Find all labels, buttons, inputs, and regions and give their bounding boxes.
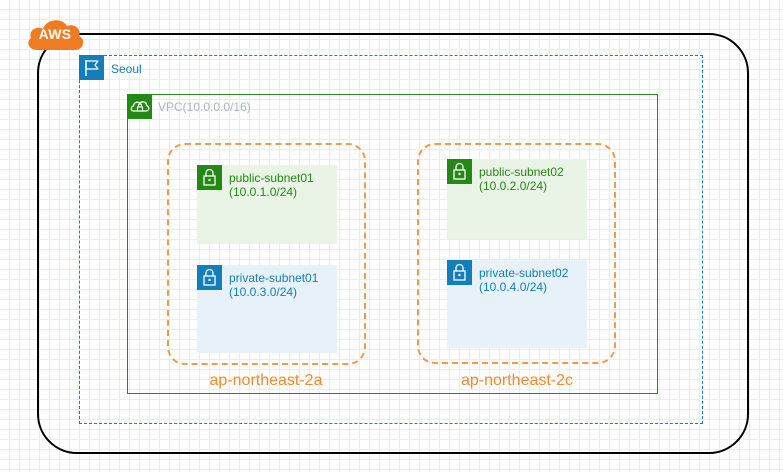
public-subnet-01[interactable]: public-subnet01 (10.0.1.0/24) <box>197 165 337 244</box>
subnet-cidr: (10.0.1.0/24) <box>229 185 298 199</box>
private-subnet-02[interactable]: private-subnet02 (10.0.4.0/24) <box>447 260 587 348</box>
lock-icon <box>197 165 222 190</box>
aws-cloud-group[interactable] <box>37 33 749 454</box>
subnet-cidr: (10.0.3.0/24) <box>229 285 298 299</box>
subnet-name: public-subnet02 <box>479 165 564 179</box>
vpc-group[interactable] <box>127 94 658 394</box>
lock-icon <box>447 260 472 285</box>
vpc-label: VPC(10.0.0.0/16) <box>158 100 251 114</box>
subnet-cidr: (10.0.2.0/24) <box>479 179 548 193</box>
region-group[interactable] <box>79 55 703 424</box>
region-label: Seoul <box>111 62 142 76</box>
vpc-cloud-lock-icon <box>127 94 152 119</box>
subnet-name: public-subnet01 <box>229 171 314 185</box>
subnet-cidr: (10.0.4.0/24) <box>479 280 548 294</box>
aws-logo-text: AWS <box>38 26 72 42</box>
availability-zone-c-label: ap-northeast-2c <box>460 372 574 389</box>
subnet-name: private-subnet01 <box>229 271 319 285</box>
availability-zone-a-label: ap-northeast-2a <box>209 372 323 389</box>
private-subnet-01[interactable]: private-subnet01 (10.0.3.0/24) <box>197 265 337 353</box>
region-flag-icon <box>79 55 104 80</box>
lock-icon <box>447 159 472 184</box>
aws-logo-icon <box>24 14 86 54</box>
subnet-name: private-subnet02 <box>479 266 569 280</box>
availability-zone-a[interactable] <box>167 143 366 365</box>
lock-icon <box>197 265 222 290</box>
availability-zone-c[interactable] <box>417 143 616 364</box>
public-subnet-02[interactable]: public-subnet02 (10.0.2.0/24) <box>447 159 587 239</box>
